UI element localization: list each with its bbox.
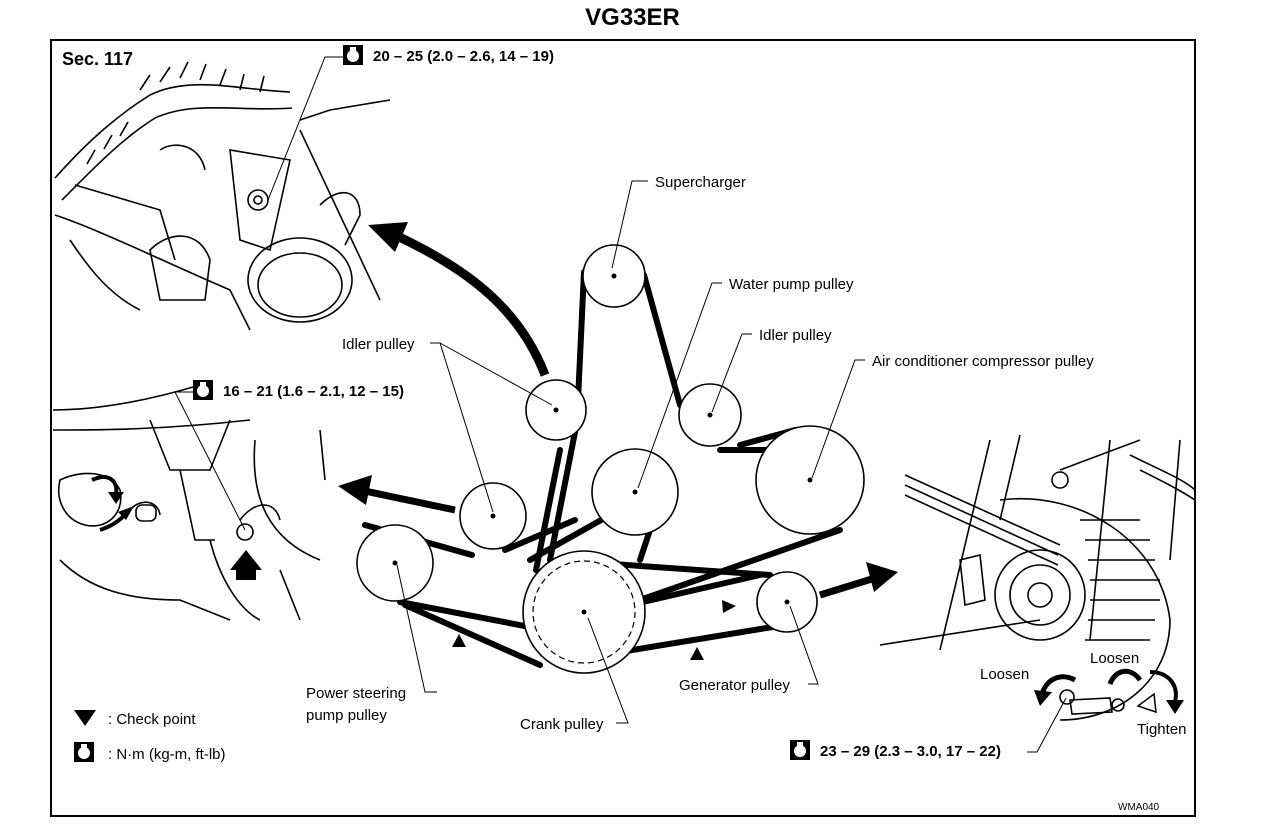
leader-line — [267, 56, 343, 201]
label-power-steering-line2: pump pulley — [306, 707, 387, 724]
check-point-triangle-icon — [690, 647, 704, 660]
torque-spec-left: 16 – 21 (1.6 – 2.1, 12 – 15) — [223, 383, 404, 400]
torque-wrench-icon — [74, 742, 94, 762]
legend-check-point: : Check point — [108, 711, 196, 728]
arrow-icon — [368, 222, 408, 252]
drive-belt — [362, 269, 843, 668]
torque-wrench-icon — [343, 45, 363, 65]
torque-spec-bottom-right: 23 – 29 (2.3 – 3.0, 17 – 22) — [820, 743, 1001, 760]
label-loosen-left: Loosen — [980, 666, 1029, 683]
arrow-icon — [338, 475, 372, 505]
check-point-triangle-icon — [452, 634, 466, 647]
torque-spec-top: 20 – 25 (2.0 – 2.6, 14 – 19) — [373, 48, 554, 65]
label-loosen-right: Loosen — [1090, 650, 1139, 667]
leader-line — [1027, 697, 1067, 753]
legend-unit: : N·m (kg-m, ft-lb) — [108, 746, 226, 763]
label-tighten: Tighten — [1137, 721, 1186, 738]
arrow-icon — [866, 562, 898, 592]
figure-code: WMA040 — [1118, 802, 1160, 813]
torque-wrench-icon — [790, 740, 810, 760]
section-label: Sec. 117 — [62, 49, 133, 69]
arrow-icon — [1034, 690, 1052, 706]
check-point-triangle-icon — [722, 600, 736, 613]
label-idler-pulley-right: Idler pulley — [759, 327, 832, 344]
engine-illustration-top — [54, 61, 391, 331]
arrow-to-right-illustration — [818, 574, 877, 599]
arrow-icon — [1136, 692, 1157, 714]
arrow-to-left-illustration — [359, 486, 456, 514]
label-water-pump-pulley: Water pump pulley — [729, 276, 854, 293]
diagram-title: VG33ER — [585, 4, 680, 31]
label-crank-pulley: Crank pulley — [520, 716, 604, 733]
arrow-to-top-illustration — [393, 230, 550, 377]
torque-wrench-icon — [193, 380, 213, 400]
leader-line — [174, 391, 246, 531]
generator-illustration — [879, 434, 1196, 721]
label-idler-pulley-left: Idler pulley — [342, 336, 415, 353]
label-supercharger: Supercharger — [655, 174, 746, 191]
label-generator-pulley: Generator pulley — [679, 677, 790, 694]
arrow-icon — [1166, 700, 1184, 714]
arrow-up-icon — [230, 550, 262, 580]
arrow-icon — [118, 506, 134, 520]
loosen-arrow-right-icon — [1107, 668, 1143, 686]
check-point-triangle-icon — [74, 710, 96, 726]
arrow-icon — [108, 492, 124, 504]
diagram-frame — [50, 39, 1196, 817]
crank-pulley-inner — [532, 560, 636, 664]
label-power-steering-line1: Power steering — [306, 685, 406, 702]
rotate-arrow-icon — [91, 475, 119, 495]
engine-illustration-left — [52, 384, 326, 621]
label-ac-compressor-pulley: Air conditioner compressor pulley — [872, 353, 1094, 370]
